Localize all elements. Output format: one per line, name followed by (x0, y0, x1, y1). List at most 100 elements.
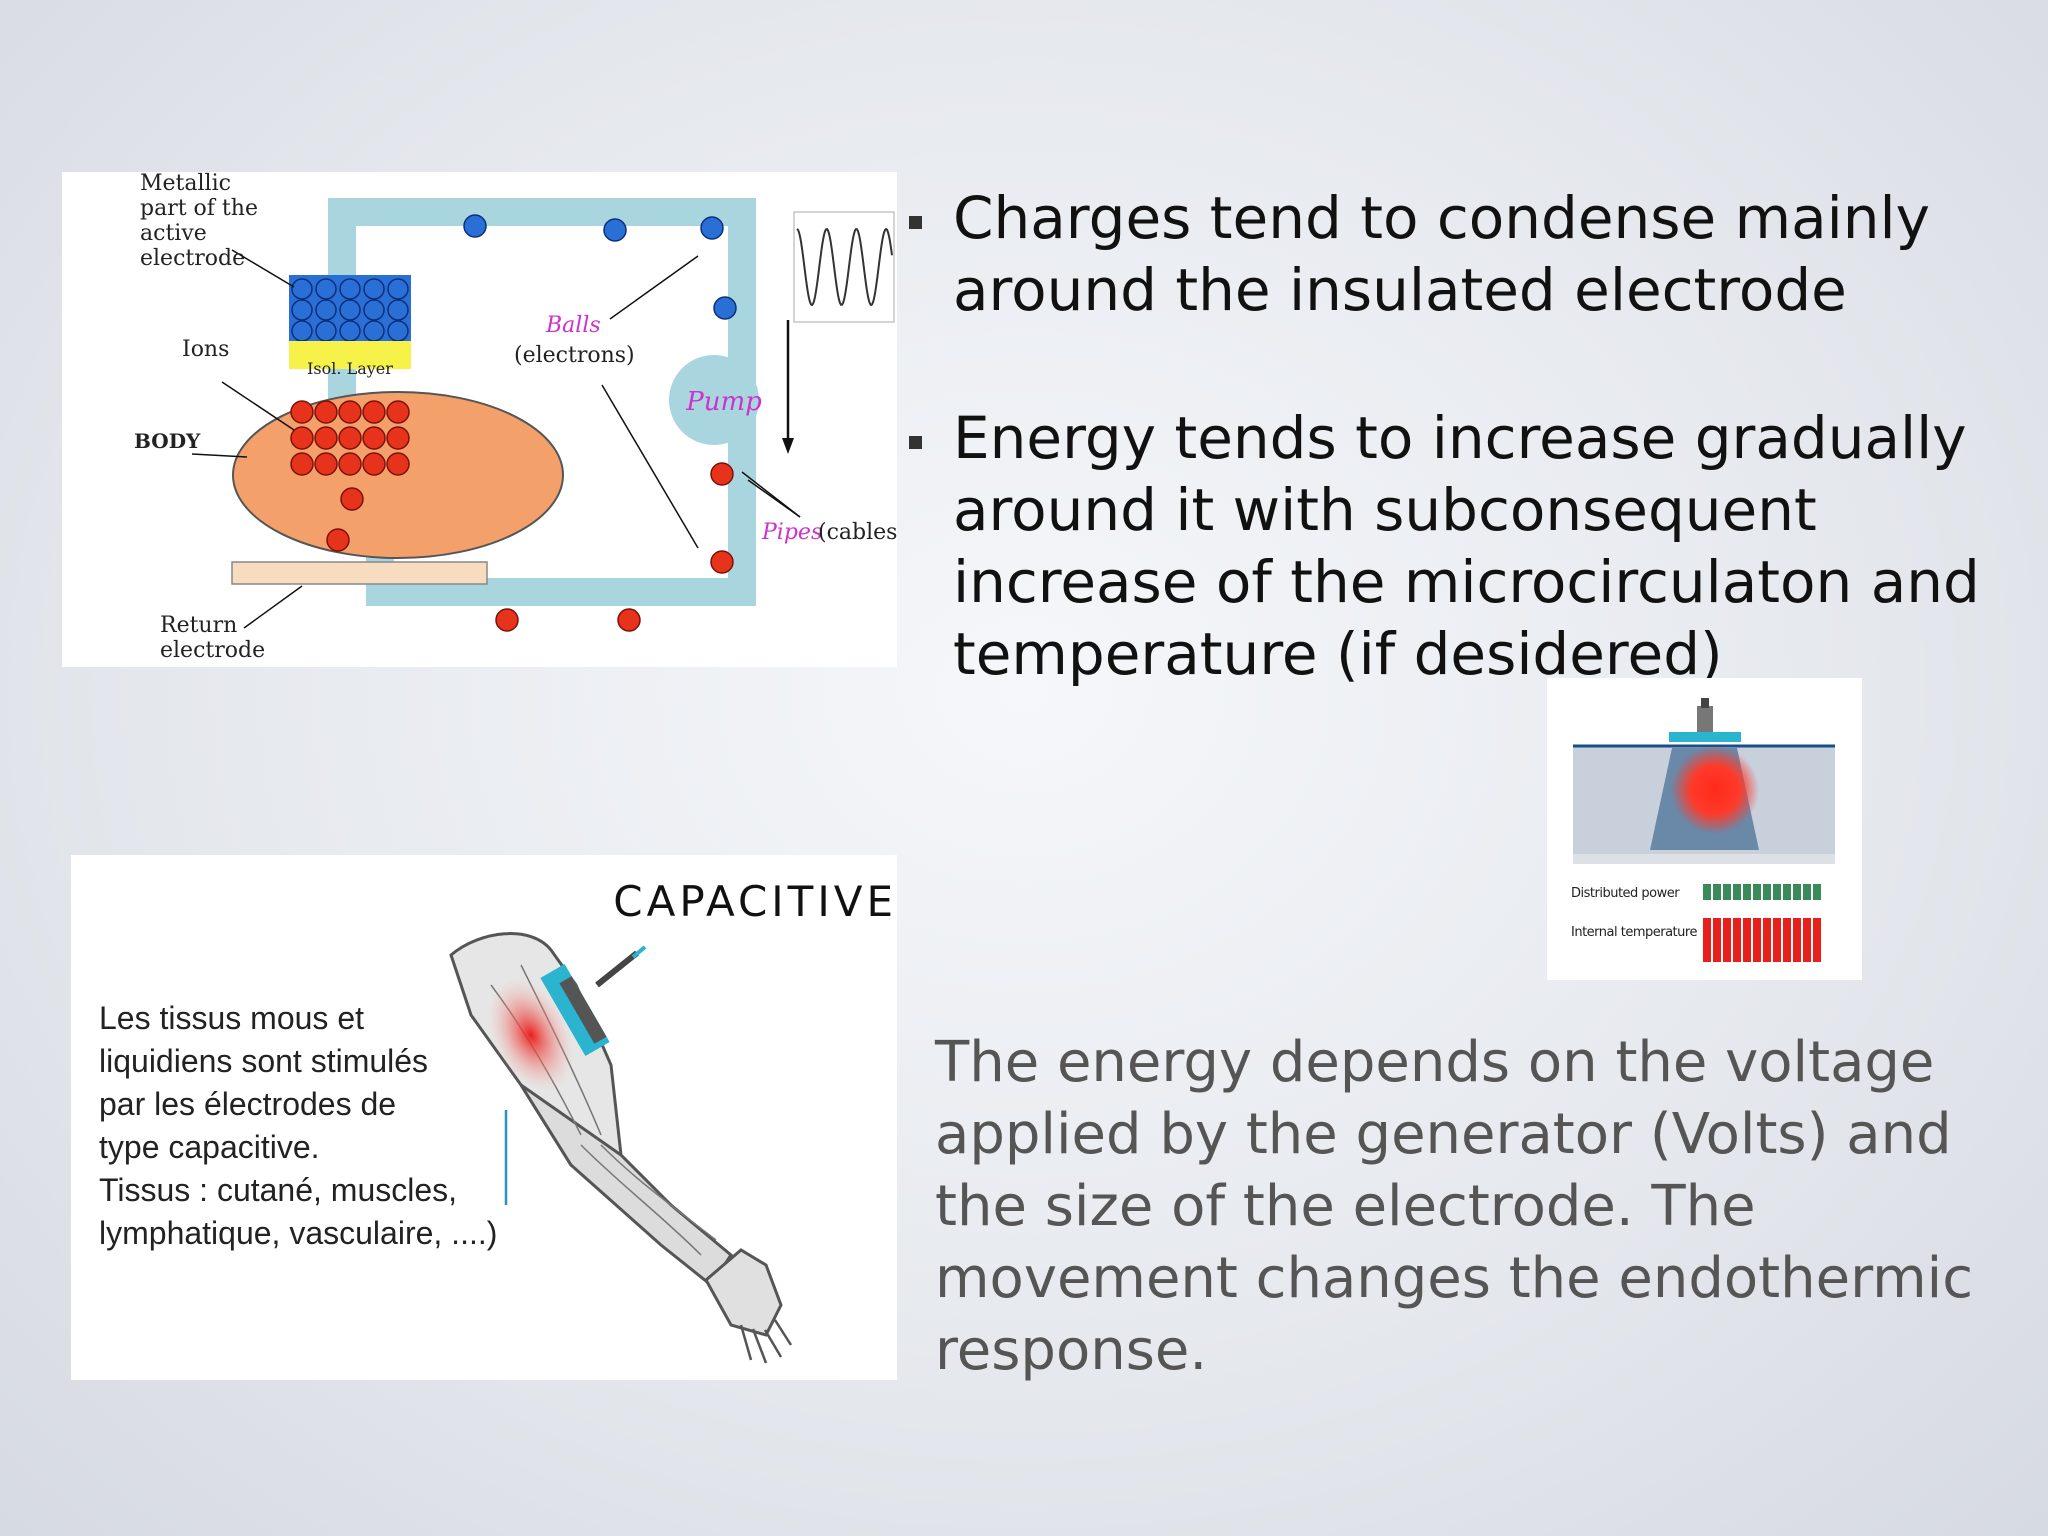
pipe-ion (617, 608, 641, 632)
electrode-head (1669, 732, 1741, 742)
electrode-handle-line (595, 950, 639, 988)
pointer-lines (191, 249, 801, 629)
power-bar (1753, 884, 1761, 900)
hot-spot (1671, 746, 1759, 834)
temperature-bar (1783, 918, 1791, 962)
metallic-label-line-2: part of the (140, 196, 258, 221)
waveform-line (796, 227, 893, 307)
power-bar (1763, 884, 1771, 900)
electrode-handle (1697, 706, 1713, 732)
ion-dot (338, 426, 362, 450)
power-bars (1703, 884, 1821, 900)
flow-arrowhead (782, 438, 794, 454)
electron-dot (291, 278, 313, 300)
electron-dot (363, 299, 385, 321)
temperature-bar (1773, 918, 1781, 962)
heating-illustration: Distributed power Internal temperature (1547, 678, 1862, 980)
electrode-cable (631, 945, 647, 959)
caption-line-1: Les tissus mous et (99, 1000, 364, 1036)
ion-dot (338, 452, 362, 476)
bullet-marker (909, 216, 922, 229)
return-label-line-2: electrode (160, 638, 265, 663)
bullet-item-2: Energy tends to increase gradually aroun… (905, 402, 2005, 690)
temperature-bar (1803, 918, 1811, 962)
electrode-body (559, 976, 607, 1044)
heated-muscle (488, 978, 574, 1092)
electron-dot (339, 299, 361, 321)
capacitive-panel: CAPACITIVE Les tissus mous et l (71, 855, 897, 1380)
electron-dot (315, 299, 337, 321)
caption-line-5: Tissus : cutané, muscles, (99, 1172, 458, 1208)
electron-dot (363, 320, 385, 342)
ion-dot (340, 487, 364, 511)
bullet-item-1: Charges tend to condense mainly around t… (905, 182, 2005, 326)
ion-dot (386, 452, 410, 476)
power-bar (1813, 884, 1821, 900)
power-bar (1733, 884, 1741, 900)
bullet-marker (909, 436, 922, 449)
ion-dot (314, 452, 338, 476)
return-electrode-plate (231, 561, 488, 585)
arm-illustration (449, 932, 793, 1364)
temperature-bar (1733, 918, 1741, 962)
power-bar (1713, 884, 1721, 900)
caption-line-3: par les électrodes de (99, 1086, 397, 1122)
capacitive-caption: Les tissus mous et liquidiens sont stimu… (99, 997, 498, 1255)
heating-svg: Distributed power Internal temperature (1571, 698, 1835, 962)
pipe-electron (700, 216, 724, 240)
temperature-bar (1813, 918, 1821, 962)
electron-dot (363, 278, 385, 300)
metallic-label-line-4: electrode (140, 246, 245, 271)
cables-label: (cables) (818, 520, 897, 545)
temperature-bar (1713, 918, 1721, 962)
temperature-bar (1763, 918, 1771, 962)
pipe-charges (463, 214, 737, 632)
temperature-bar (1743, 918, 1751, 962)
power-bar (1703, 884, 1711, 900)
balls-label: Balls (545, 313, 601, 338)
electron-dot (291, 299, 313, 321)
caption-line-2: liquidiens sont stimulés (99, 1043, 429, 1079)
pipe-electron (713, 296, 737, 320)
ion-dot (362, 452, 386, 476)
ion-grid (290, 400, 410, 552)
temperature-bar (1723, 918, 1731, 962)
hand (704, 1248, 783, 1337)
electron-dot (291, 320, 313, 342)
power-bar (1793, 884, 1801, 900)
pipe-electron (603, 218, 627, 242)
metallic-label-line-3: active (140, 221, 207, 246)
internal-temperature-label: Internal temperature (1571, 925, 1697, 940)
ion-dot (290, 400, 314, 424)
pipe-electron (463, 214, 487, 238)
waveform-inset (793, 211, 895, 323)
electron-dot (339, 278, 361, 300)
forearm (519, 1083, 733, 1288)
body-label: BODY (134, 429, 201, 453)
temperature-bar (1703, 918, 1711, 962)
ion-dot (338, 400, 362, 424)
power-bar (1783, 884, 1791, 900)
capacitive-title: CAPACITIVE (613, 877, 897, 926)
temperature-bar (1793, 918, 1801, 962)
electrode-cap (1701, 698, 1709, 708)
bullet-text-1: Charges tend to condense mainly around t… (953, 184, 1930, 324)
caption-line-6: lymphatique, vasculaire, ....) (99, 1215, 498, 1251)
electron-dot (387, 278, 409, 300)
pipe-ion (710, 550, 734, 574)
power-bar (1803, 884, 1811, 900)
circuit-diagram-svg: Isol. Layer Pump Metallic part of the (134, 172, 897, 663)
caption-line-4: type capacitive. (99, 1129, 320, 1165)
ion-dot (362, 426, 386, 450)
circuit-diagram: Isol. Layer Pump Metallic part of the (62, 172, 897, 667)
ion-dot (290, 426, 314, 450)
electron-dot (387, 320, 409, 342)
ion-dot (386, 426, 410, 450)
finger-lines (739, 1319, 793, 1364)
ion-dot (326, 528, 350, 552)
power-bar (1773, 884, 1781, 900)
bullet-list: Charges tend to condense mainly around t… (905, 182, 2005, 690)
electron-dot (387, 299, 409, 321)
electron-dot (315, 320, 337, 342)
isolation-layer (289, 341, 411, 369)
